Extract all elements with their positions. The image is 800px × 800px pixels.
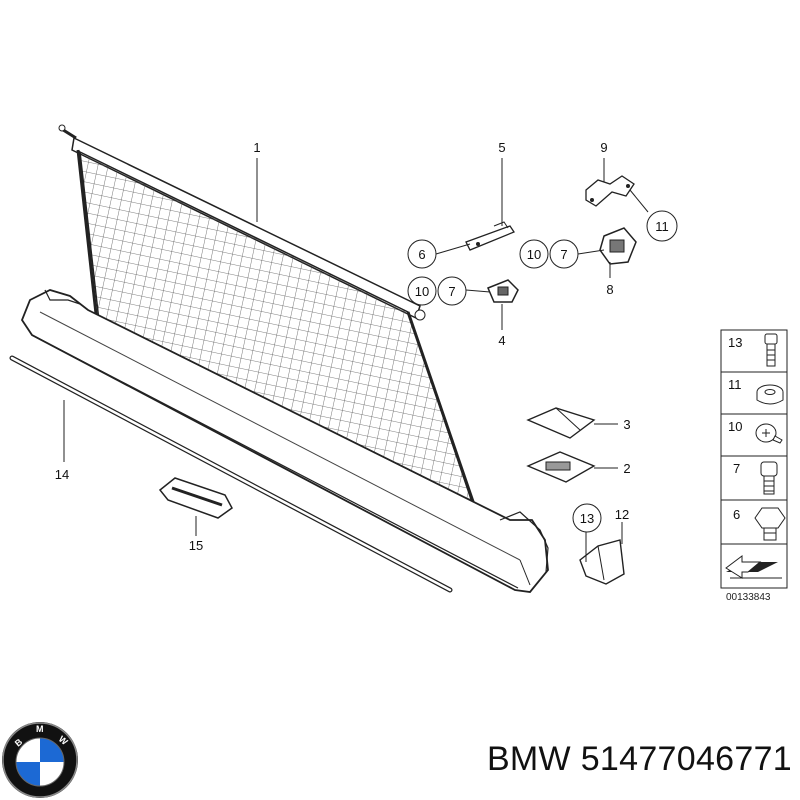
bolt-6-icon xyxy=(754,507,786,541)
callout-14: 14 xyxy=(55,467,69,482)
part-number: 51477046771 xyxy=(580,740,792,778)
callout-2: 2 xyxy=(623,461,630,476)
callout-11: 11 xyxy=(655,219,669,234)
screw-13-icon xyxy=(764,333,778,367)
holder-part-4 xyxy=(487,279,519,303)
callout-10a: 10 xyxy=(527,247,541,262)
callout-labels: 1 5 9 8 4 3 2 12 14 15 6 10 7 11 10 7 13 xyxy=(55,140,678,553)
partition-net xyxy=(58,124,482,523)
legend-item-7: 7 xyxy=(733,461,740,476)
part-caption: BMW 51477046771 xyxy=(408,740,792,779)
cover-part-3 xyxy=(526,407,596,439)
svg-text:M: M xyxy=(36,724,44,734)
cassette-housing xyxy=(20,289,549,593)
rod-part xyxy=(9,355,453,593)
legend-item-6: 6 xyxy=(733,507,740,522)
callout-9: 9 xyxy=(600,140,607,155)
callout-5: 5 xyxy=(498,140,505,155)
bracket-part-5 xyxy=(465,221,515,251)
leader-lines xyxy=(63,158,649,562)
callout-11-circle xyxy=(646,210,678,242)
fastener-legend: 13 11 10 7 6 xyxy=(720,329,788,603)
brand-name: BMW xyxy=(486,740,571,778)
direction-arrow-icon xyxy=(725,555,782,579)
callout-6: 6 xyxy=(418,247,425,262)
legend-item-10: 10 xyxy=(728,419,742,434)
legend-item-13: 13 xyxy=(728,335,742,350)
callout-8: 8 xyxy=(606,282,613,297)
callout-7a: 7 xyxy=(560,247,567,262)
callout-6-circle xyxy=(407,239,437,269)
clip-part-2 xyxy=(526,451,596,483)
handle-part xyxy=(158,477,233,519)
callout-12: 12 xyxy=(615,507,629,522)
legend-item-11: 11 xyxy=(728,377,742,392)
bracket-part-12 xyxy=(579,539,625,585)
callout-3: 3 xyxy=(623,417,630,432)
callout-13: 13 xyxy=(580,511,594,526)
callout-10b-circle xyxy=(407,276,437,306)
bmw-logo: B M W xyxy=(2,722,78,798)
bolt-7-icon xyxy=(760,461,778,495)
callout-7b: 7 xyxy=(448,284,455,299)
callout-10b: 10 xyxy=(415,284,429,299)
nut-11-icon xyxy=(756,384,784,405)
screw-10-icon xyxy=(755,423,783,444)
bracket-part-9 xyxy=(585,175,635,207)
reference-number: 00133843 xyxy=(726,592,771,603)
callout-7-circle xyxy=(549,239,579,269)
callout-1: 1 xyxy=(253,140,260,155)
callout-7b-circle xyxy=(437,276,467,306)
svg-text:B: B xyxy=(13,736,25,748)
callout-4: 4 xyxy=(498,333,505,348)
callout-15: 15 xyxy=(189,538,203,553)
holder-part-8 xyxy=(599,227,637,265)
callout-10-circle xyxy=(519,239,549,269)
callout-13-circle xyxy=(572,503,602,533)
